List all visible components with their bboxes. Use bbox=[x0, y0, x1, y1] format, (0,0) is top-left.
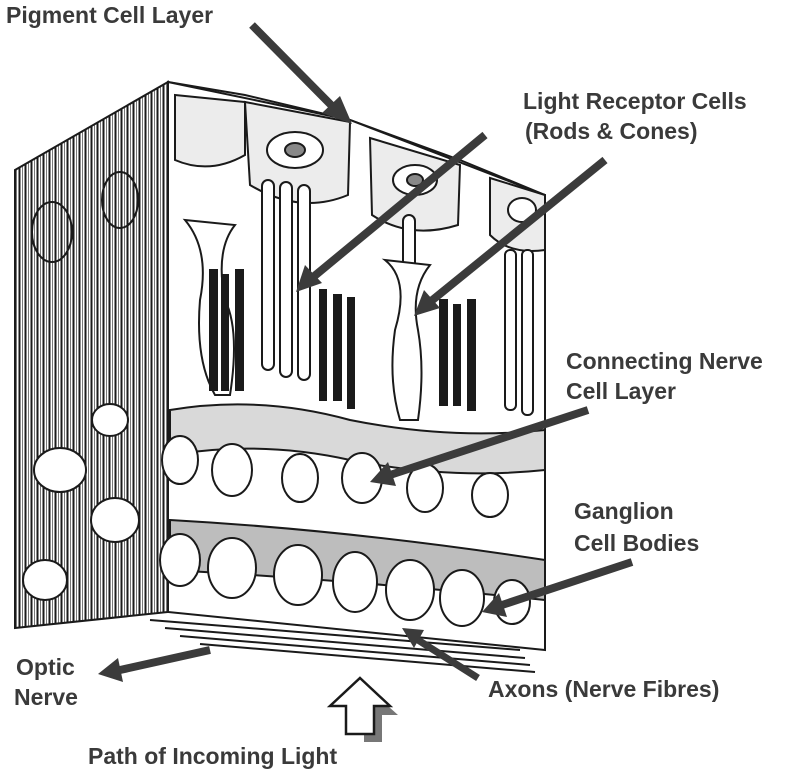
arrow-optic-nerve bbox=[98, 650, 210, 682]
label-connecting-nerve: Connecting Nerve bbox=[566, 346, 763, 377]
label-pigment-cell-layer: Pigment Cell Layer bbox=[6, 0, 213, 31]
label-nerve: Nerve bbox=[14, 682, 78, 713]
label-light-receptor-cells: Light Receptor Cells bbox=[523, 86, 747, 117]
label-ganglion: Ganglion bbox=[574, 496, 674, 527]
label-cell-layer: Cell Layer bbox=[566, 376, 676, 407]
label-optic: Optic bbox=[16, 652, 75, 683]
label-cell-bodies: Cell Bodies bbox=[574, 528, 699, 559]
label-path-of-incoming-light: Path of Incoming Light bbox=[88, 741, 337, 772]
block-side-face bbox=[15, 82, 168, 628]
incoming-light-arrow bbox=[330, 678, 398, 742]
label-rods-and-cones: (Rods & Cones) bbox=[525, 116, 698, 147]
label-axons-nerve-fibres: Axons (Nerve Fibres) bbox=[488, 674, 719, 705]
